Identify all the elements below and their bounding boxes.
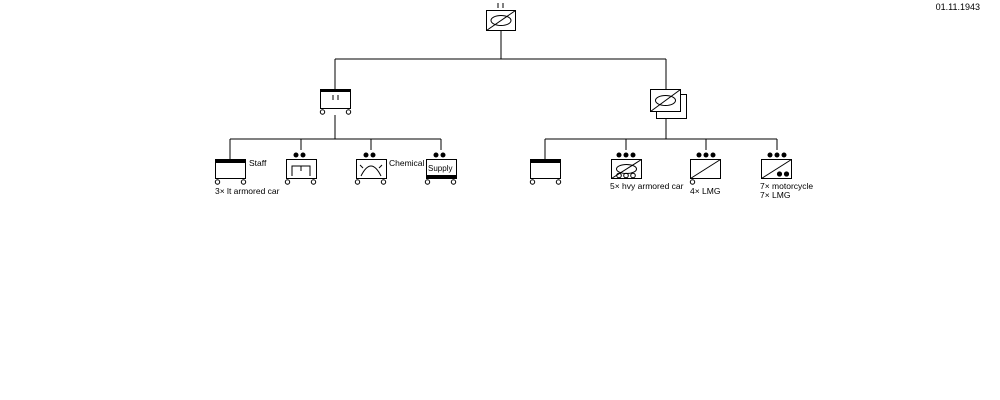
armored-recon-company-symbol	[650, 89, 687, 119]
engineer-platoon-symbol	[284, 152, 317, 185]
connector-lines	[229, 31, 778, 159]
date-label: 01.11.1943	[935, 2, 980, 12]
hq-company-symbol	[319, 89, 352, 115]
hvy-armored-car-label: 5× hvy armored car	[610, 181, 684, 191]
supply-platoon-symbol	[424, 152, 457, 185]
chemical-platoon-symbol	[354, 152, 387, 185]
motorcycle-label-line2: 7× LMG	[760, 190, 791, 200]
supply-label: Supply	[428, 164, 453, 173]
lmg-platoon-symbol	[689, 152, 721, 185]
recon-hq-platoon-symbol	[529, 159, 562, 185]
heavy-armored-car-platoon-symbol	[611, 152, 642, 179]
motorcycle-label-line1: 7× motorcycle	[760, 181, 814, 191]
lmg-label: 4× LMG	[690, 186, 721, 196]
staff-sublabel: 3× lt armored car	[215, 186, 280, 196]
motorcycle-platoon-symbol	[761, 152, 792, 179]
staff-label: Staff	[249, 158, 267, 168]
chemical-label: Chemical	[389, 158, 425, 168]
battalion-unit-symbol	[486, 3, 516, 31]
staff-platoon-symbol	[214, 159, 247, 185]
